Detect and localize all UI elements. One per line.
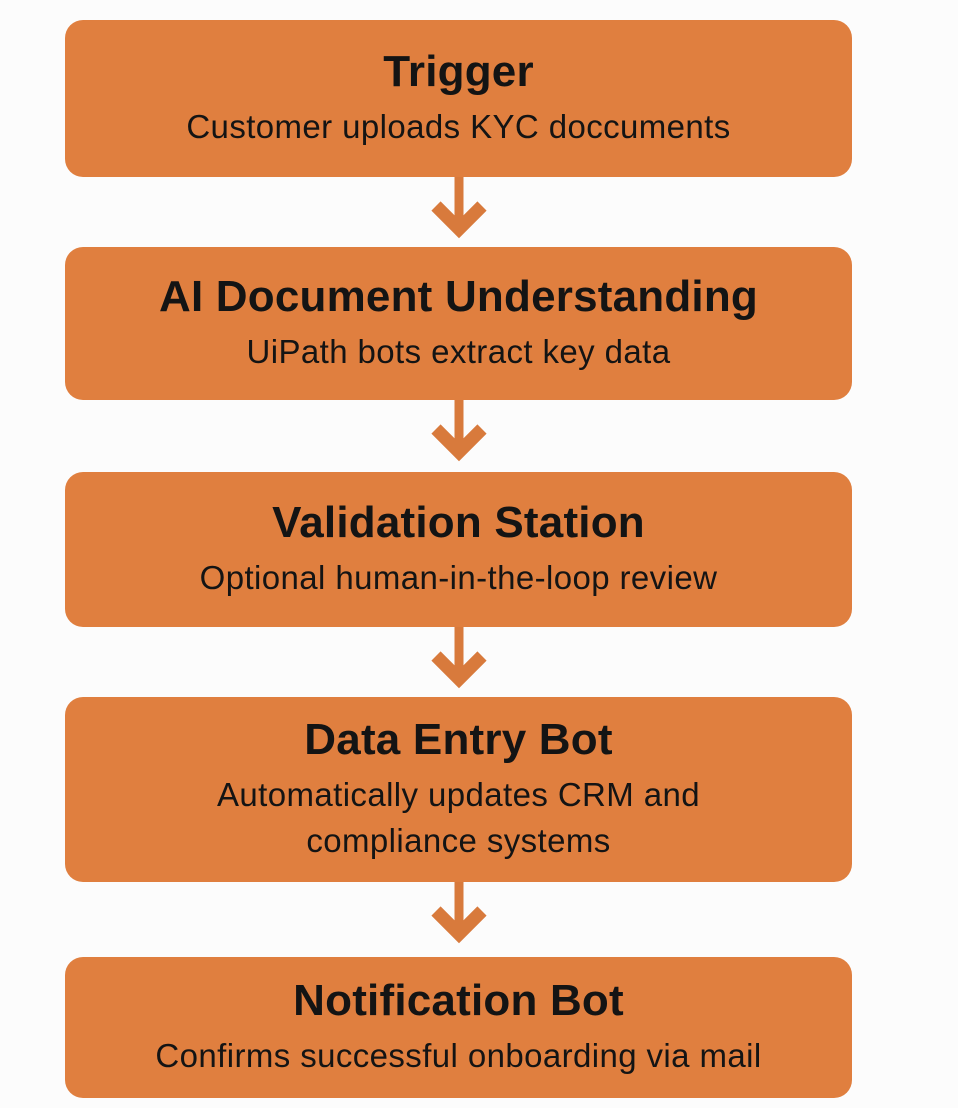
flow-node-validation-station: Validation Station Optional human-in-the… <box>65 472 852 627</box>
node-title: Data Entry Bot <box>304 714 613 764</box>
flow-node-data-entry-bot: Data Entry Bot Automatically updates CRM… <box>65 697 852 882</box>
node-title: Validation Station <box>272 497 645 547</box>
down-arrow-icon <box>430 177 487 239</box>
node-subtitle: Customer uploads KYC doccuments <box>186 108 731 146</box>
down-arrow-icon <box>430 400 487 462</box>
node-subtitle: UiPath bots extract key data <box>246 333 671 371</box>
node-subtitle: Optional human-in-the-loop review <box>199 559 718 597</box>
node-title: Notification Bot <box>293 975 624 1025</box>
flow-connector <box>65 882 852 957</box>
node-subtitle: Confirms successful onboarding via mail <box>155 1037 762 1075</box>
down-arrow-icon <box>430 627 487 689</box>
flow-connector <box>65 627 852 697</box>
node-title: Trigger <box>383 46 534 96</box>
down-arrow-icon <box>430 882 487 944</box>
flow-node-trigger: Trigger Customer uploads KYC doccuments <box>65 20 852 177</box>
flow-connector <box>65 400 852 472</box>
flow-connector <box>65 177 852 247</box>
flow-node-notification-bot: Notification Bot Confirms successful onb… <box>65 957 852 1098</box>
node-title: AI Document Understanding <box>158 271 759 321</box>
node-subtitle: Automatically updates CRM and compliance… <box>217 776 700 860</box>
flow-node-ai-document-understanding: AI Document Understanding UiPath bots ex… <box>65 247 852 400</box>
